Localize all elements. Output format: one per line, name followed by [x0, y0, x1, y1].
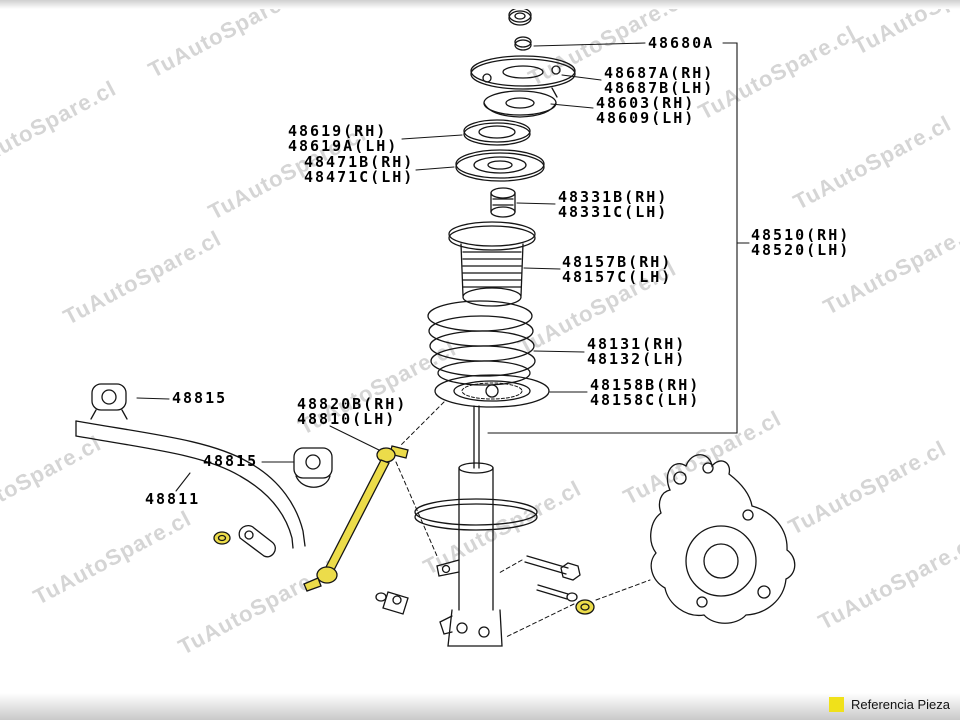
stabilizer-bushing-b-drawing: [293, 447, 333, 488]
bump-stop-drawing: [490, 187, 516, 218]
stabilizer-bushing-a-drawing: [90, 383, 128, 420]
stabilizer-bar-drawing: [75, 420, 306, 549]
legend-label: Referencia Pieza: [851, 697, 950, 712]
coil-spring-drawing: [427, 300, 536, 386]
bottom-bar: Referencia Pieza: [0, 693, 960, 720]
support-nut-drawing: [514, 36, 532, 51]
strut-mount-drawing: [483, 90, 557, 118]
top-nut-drawing: [508, 7, 532, 26]
top-fade-band: [0, 0, 960, 9]
legend: Referencia Pieza: [829, 697, 950, 712]
leader-lines: [136, 42, 750, 492]
legend-color-swatch: [829, 697, 844, 712]
upper-spring-seat-drawing: [455, 149, 545, 182]
clamp-nut-drawing: [213, 531, 231, 545]
mount-bolts-drawing: [524, 555, 581, 602]
shock-absorber-drawing: [414, 405, 538, 647]
dust-cover-drawing: [448, 221, 536, 307]
lower-spring-seat-drawing: [434, 374, 550, 408]
knuckle-nut-drawing: [575, 599, 595, 615]
strut-support-drawing: [470, 55, 576, 98]
steering-knuckle-drawing: [650, 454, 796, 624]
small-hardware-drawing: [375, 591, 409, 615]
stabilizer-link-drawing: [303, 445, 409, 592]
bearing-drawing: [463, 119, 531, 146]
assembly-dashed-lines: [395, 401, 651, 638]
bar-clamp-drawing: [238, 524, 276, 558]
